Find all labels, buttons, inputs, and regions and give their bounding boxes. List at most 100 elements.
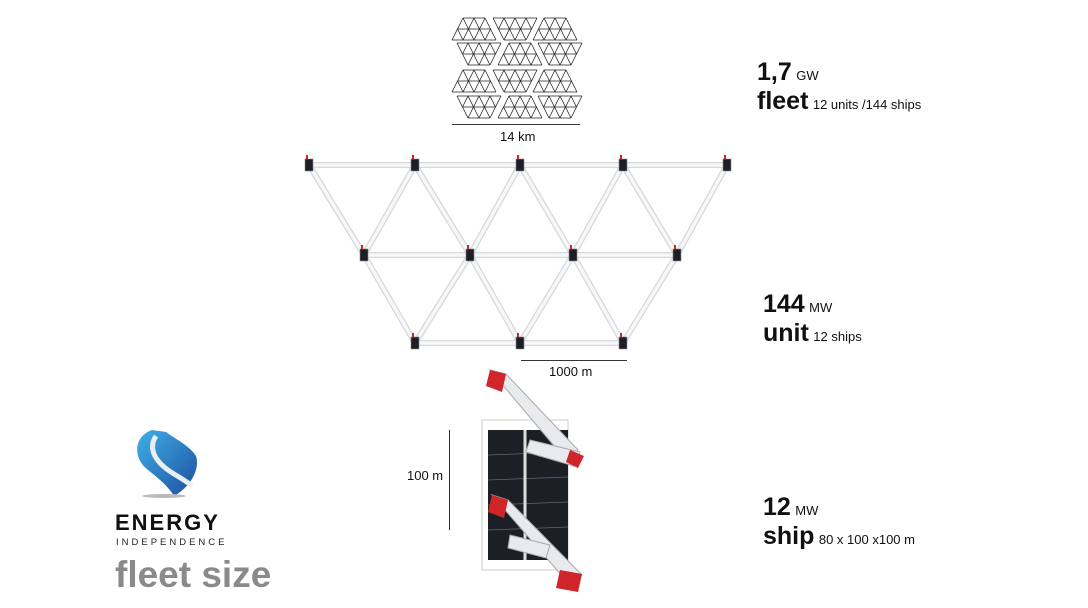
fleet-edge: [530, 42, 537, 55]
energy-independence-logo-icon: [137, 430, 198, 498]
fleet-edge: [467, 95, 474, 108]
ship-node-marker: [620, 155, 622, 159]
fleet-edge: [537, 42, 544, 55]
fleet-edge: [543, 106, 550, 119]
fleet-edge: [576, 42, 583, 55]
ship-node: [515, 158, 525, 172]
fleet-edge: [525, 17, 532, 30]
unit-scale-label: 1000 m: [549, 364, 593, 379]
fleet-edge: [525, 28, 532, 41]
fleet-edge: [554, 69, 561, 82]
fleet-edge: [462, 17, 469, 30]
fleet-scale-label: 14 km: [500, 129, 536, 144]
fleet-edge: [484, 69, 491, 82]
fleet-edge: [489, 95, 496, 108]
ship-scale-label: 100 m: [407, 468, 444, 483]
fleet-edge: [457, 80, 464, 93]
fleet-edge: [514, 17, 521, 30]
fleet-edge: [498, 69, 505, 82]
fleet-edge: [456, 42, 463, 55]
fleet-edge: [538, 69, 545, 82]
tether-boom-highlight: [413, 253, 472, 345]
fleet-edge: [576, 95, 583, 108]
fleet-edge: [462, 42, 469, 55]
fleet-edge: [473, 106, 480, 119]
fleet-edge: [543, 69, 550, 82]
fleet-edge: [525, 69, 532, 82]
fleet-edge: [467, 42, 474, 55]
fleet-edge: [570, 42, 577, 55]
ship-node: [568, 248, 578, 262]
ship-node-marker: [467, 245, 469, 249]
fleet-edge: [514, 69, 521, 82]
fleet-edge: [462, 80, 469, 93]
fleet-edge: [548, 53, 555, 66]
tether-boom-highlight: [468, 163, 522, 257]
fleet-edge: [532, 80, 539, 93]
fleet-edge: [478, 95, 485, 108]
fleet-edge: [462, 69, 469, 82]
fleet-edge: [497, 106, 504, 119]
fleet-edge: [519, 95, 526, 108]
ship-node: [722, 158, 732, 172]
tether-boom-highlight: [362, 163, 417, 257]
fleet-edge: [531, 17, 538, 30]
ship-node-marker: [412, 155, 414, 159]
fleet-scale-bar: [452, 124, 580, 125]
fleet-edge: [498, 28, 505, 41]
fleet-edge: [554, 95, 561, 108]
fleet-edge: [479, 69, 486, 82]
fleet-edge: [560, 17, 567, 30]
fleet-edge: [492, 17, 499, 30]
fleet-edge: [514, 53, 521, 66]
fleet-edge: [473, 80, 480, 93]
ship-detail: 80 x 100 x100 m: [818, 532, 915, 547]
fleet-edge: [525, 80, 532, 93]
unit-stats: 144 MW unit 12 ships: [763, 290, 862, 348]
fleet-edge: [468, 17, 475, 30]
tether-boom-highlight: [413, 163, 472, 257]
fleet-edge: [489, 53, 496, 66]
fleet-edge: [503, 80, 510, 93]
fleet-unit: [532, 69, 578, 93]
ship-power-unit: MW: [795, 503, 819, 518]
tether-boom-highlight: [307, 163, 366, 257]
fleet-edge: [509, 69, 516, 82]
fleet-edge: [554, 28, 561, 41]
fleet-edge: [509, 17, 516, 30]
fleet-edge: [473, 53, 480, 66]
fleet-edge: [514, 28, 521, 41]
fleet-edge: [559, 53, 566, 66]
ship-node-marker: [361, 245, 363, 249]
fleet-edge: [565, 95, 572, 108]
ship-arm-lower: [488, 493, 583, 592]
fleet-edge: [554, 17, 561, 30]
fleet-edge: [462, 28, 469, 41]
fleet-edge: [565, 42, 572, 55]
fleet-edge: [484, 95, 491, 108]
tether-boom-highlight: [621, 253, 679, 345]
fleet-edge: [538, 17, 545, 30]
ship-node-marker: [412, 333, 414, 337]
fleet-edge: [531, 69, 538, 82]
fleet-edge: [519, 42, 526, 55]
fleet-edge: [520, 80, 527, 93]
fleet-edge: [549, 28, 556, 41]
fleet-edge: [451, 80, 458, 93]
fleet-edge: [456, 95, 463, 108]
fleet-edge: [565, 106, 572, 119]
fleet-unit: [456, 95, 502, 119]
ship-node: [515, 336, 525, 350]
fleet-edge: [530, 95, 537, 108]
tether-boom-highlight: [362, 253, 417, 345]
fleet-edge: [490, 80, 497, 93]
fleet-edge: [473, 95, 480, 108]
fleet-edge: [462, 53, 469, 66]
fleet-edge: [508, 53, 515, 66]
logo-subtitle: INDEPENDENCE: [116, 537, 228, 548]
fleet-edge: [503, 106, 510, 119]
fleet-edge: [565, 17, 572, 30]
fleet-edge: [548, 106, 555, 119]
